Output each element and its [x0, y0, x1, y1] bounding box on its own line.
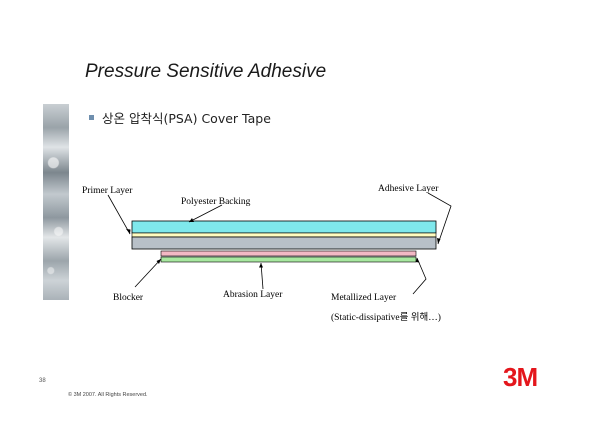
arrowhead-abrasion	[259, 263, 263, 268]
decorative-side-strip	[43, 104, 69, 300]
primer-layer	[131, 232, 437, 238]
arrowhead-primer	[126, 229, 131, 234]
bullet-square-icon	[89, 115, 94, 120]
slide-title: Pressure Sensitive Adhesive	[85, 61, 327, 82]
label-primer-layer: Primer Layer	[82, 186, 133, 196]
leader-metallized	[412, 257, 427, 295]
arrowhead-polyester	[189, 218, 194, 222]
label-metallized-layer: Metallized Layer	[331, 293, 397, 303]
page-number: 38	[39, 378, 46, 384]
copyright-notice: © 3M 2007. All Rights Reserved.	[68, 392, 148, 398]
label-abrasion-layer: Abrasion Layer	[223, 290, 283, 300]
arrowhead-blocker	[156, 259, 161, 264]
polyester-backing-layer	[131, 220, 437, 234]
bullet-text: 상온 압착식(PSA) Cover Tape	[102, 111, 271, 126]
label-metallized-note: (Static-dissipative를 위해…)	[331, 311, 441, 323]
adhesive-layer	[131, 236, 437, 250]
leader-blocker	[134, 258, 162, 288]
label-polyester-backing: Polyester Backing	[181, 197, 251, 207]
arrowhead-metallized	[415, 258, 420, 263]
label-blocker: Blocker	[113, 293, 144, 303]
leader-adhesive	[427, 192, 452, 245]
metallized-layer	[160, 250, 417, 257]
leader-primer	[107, 194, 131, 235]
3m-logo: 3M	[503, 362, 538, 392]
leader-lines	[107, 192, 452, 295]
arrowhead-adhesive	[437, 238, 441, 244]
leader-arrowheads	[126, 218, 441, 268]
leader-polyester	[188, 204, 223, 223]
abrasion-layer	[160, 256, 417, 263]
label-adhesive-layer: Adhesive Layer	[378, 184, 439, 194]
bullet-item: 상온 압착식(PSA) Cover Tape	[89, 108, 271, 127]
